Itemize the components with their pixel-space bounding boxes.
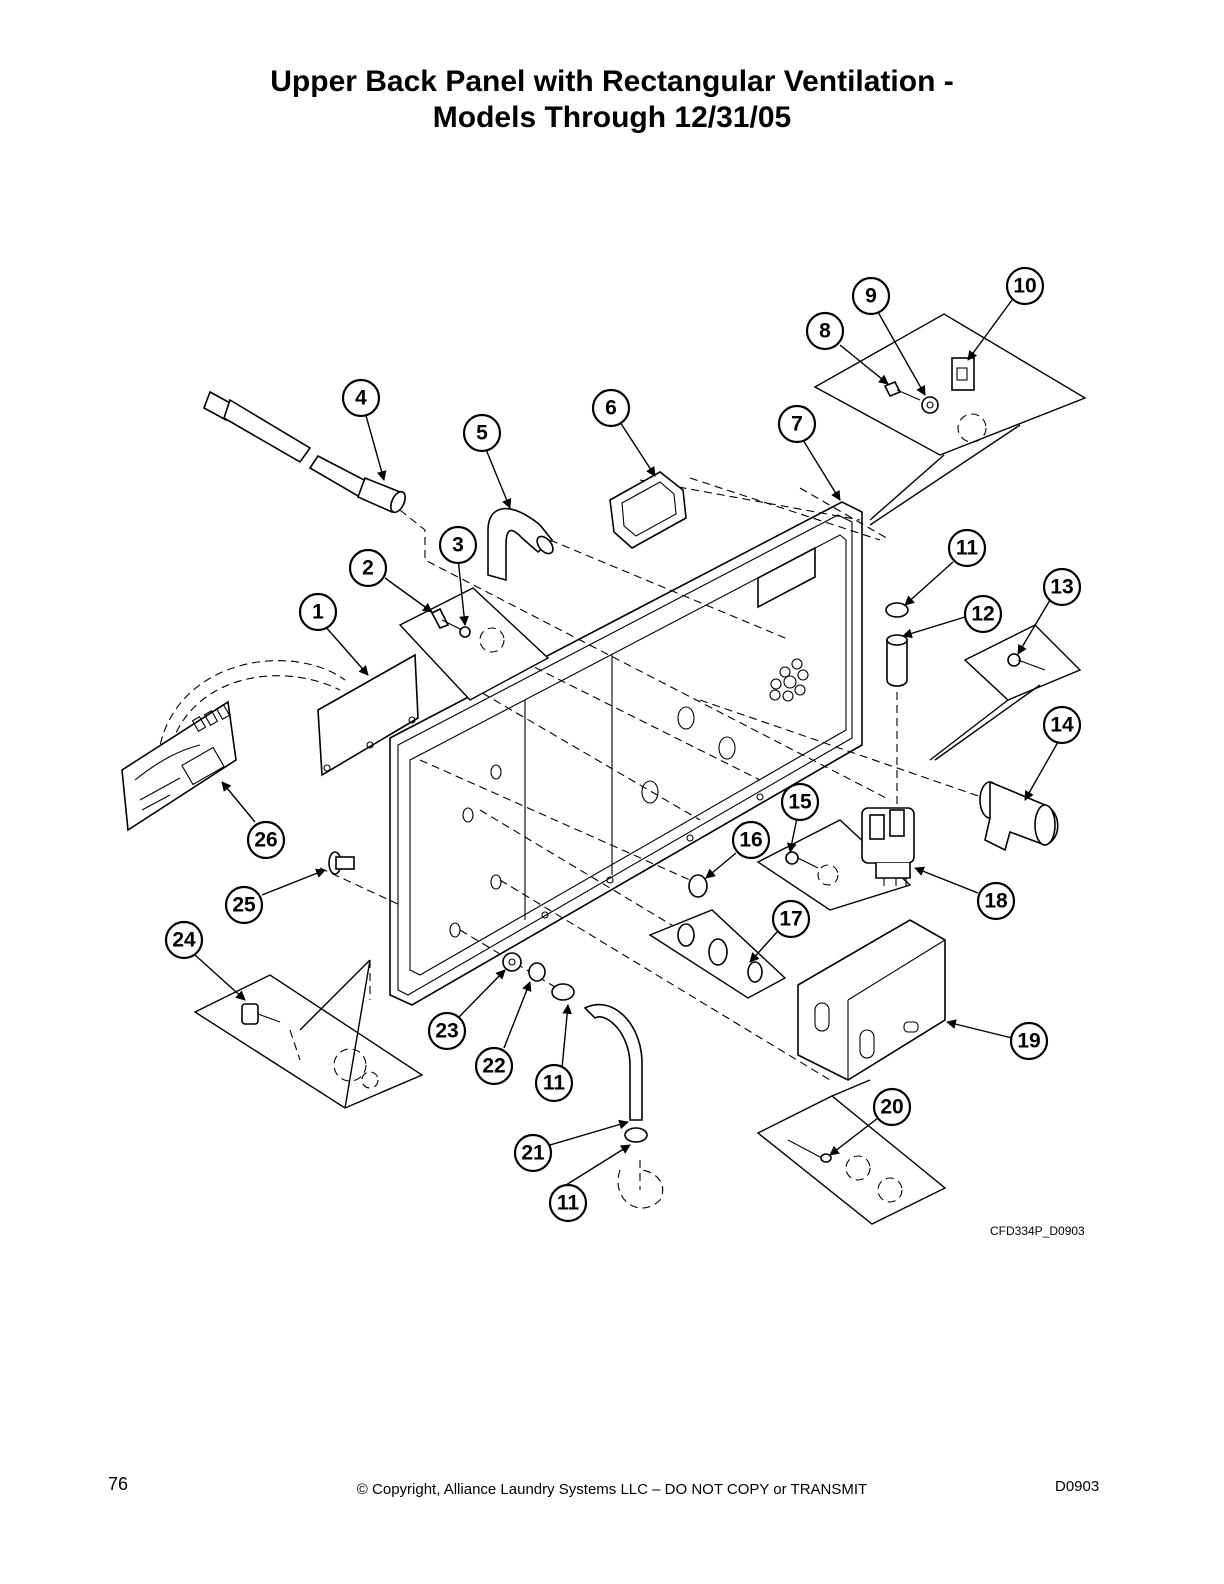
callout-label: 2 [362, 557, 374, 580]
callout-label: 11 [543, 1072, 566, 1095]
inset-bolt-24 [193, 959, 424, 1109]
hose-and-clamp-upper [885, 602, 909, 687]
callout-label: 8 [819, 320, 831, 343]
callout-label: 11 [557, 1192, 580, 1215]
callout-label: 25 [232, 894, 256, 917]
callout-label: 21 [521, 1142, 545, 1165]
callout-25: 25 [224, 885, 264, 925]
callout-12: 12 [963, 594, 1003, 634]
callout-11-hose-end: 11 [548, 1183, 588, 1223]
document-code: D0903 [1055, 1478, 1100, 1495]
grommet-16 [688, 874, 708, 898]
inset-screw-13 [929, 624, 1082, 761]
drawing-code: CFD334P_D0903 [990, 1224, 1085, 1238]
callout-label: 15 [788, 791, 812, 814]
callout-label: 14 [1050, 714, 1074, 737]
callout-4: 4 [341, 378, 381, 418]
callout-3: 3 [438, 525, 478, 565]
stud-25 [328, 851, 355, 875]
warning-label [121, 660, 346, 832]
callout-18: 18 [976, 881, 1016, 921]
callout-8: 8 [805, 311, 845, 351]
callout-label: 19 [1017, 1030, 1040, 1053]
page-title-line-1: Upper Back Panel with Rectangular Ventil… [270, 65, 954, 98]
drain-hose [583, 1003, 664, 1209]
elbow-hose [487, 507, 554, 582]
callout-label: 13 [1050, 576, 1073, 599]
inset-fitting-17 [648, 909, 787, 999]
alignment-dashed-lines [319, 477, 991, 1190]
callout-17: 17 [771, 899, 811, 939]
callout-23: 23 [427, 1011, 467, 1051]
callout-label: 16 [739, 829, 762, 852]
callout-11-upper: 11 [947, 528, 987, 568]
callout-label: 20 [880, 1096, 903, 1119]
callout-label: 26 [254, 829, 277, 852]
fill-hose [203, 390, 406, 514]
inset-screw-washer [398, 587, 550, 701]
callout-19: 19 [1009, 1021, 1049, 1061]
callout-10: 10 [1005, 266, 1045, 306]
callout-13: 13 [1042, 567, 1082, 607]
inset-top-bracket [813, 313, 1087, 526]
vent-frame [609, 471, 687, 549]
callout-label: 9 [865, 285, 877, 308]
callout-label: 12 [971, 603, 994, 626]
callout-24: 24 [164, 920, 204, 960]
valve-bracket [797, 919, 946, 1081]
fittings-22-23 [502, 952, 575, 1001]
callout-label: 3 [452, 534, 464, 557]
callout-11-drain: 11 [534, 1063, 574, 1103]
water-valve [861, 807, 915, 886]
leader-lines [194, 299, 1059, 1186]
callout-15: 15 [780, 782, 820, 822]
callout-label: 4 [355, 387, 367, 410]
callout-2: 2 [348, 548, 388, 588]
callout-label: 23 [435, 1020, 458, 1043]
inset-screw-15 [756, 819, 912, 911]
callout-9: 9 [851, 276, 891, 316]
inset-sensor-20 [756, 1079, 947, 1225]
callout-20: 20 [872, 1087, 912, 1127]
callout-14: 14 [1042, 705, 1082, 745]
callout-1: 1 [298, 592, 338, 632]
callout-6: 6 [591, 388, 631, 428]
callout-5: 5 [462, 413, 502, 453]
callout-label: 24 [172, 929, 196, 952]
callout-22: 22 [474, 1046, 514, 1086]
copyright-notice: © Copyright, Alliance Laundry Systems LL… [356, 1481, 868, 1498]
callout-7: 7 [777, 404, 817, 444]
callout-label: 22 [482, 1055, 505, 1078]
callout-label: 7 [791, 413, 803, 436]
vent-hole-cluster [769, 658, 809, 702]
callout-label: 11 [956, 537, 979, 560]
callout-label: 18 [984, 890, 1008, 913]
cover-plate [317, 653, 419, 777]
callout-label: 6 [605, 397, 617, 420]
callout-21: 21 [513, 1133, 553, 1173]
callout-16: 16 [731, 820, 771, 860]
page-title-line-2: Models Through 12/31/05 [432, 101, 792, 134]
callout-26: 26 [246, 820, 286, 860]
page-number: 76 [108, 1474, 129, 1494]
inlet-fitting [979, 780, 1059, 852]
callout-label: 1 [312, 601, 324, 624]
upper-back-panel [389, 501, 863, 1006]
callout-label: 10 [1013, 275, 1036, 298]
callout-label: 17 [779, 908, 802, 931]
callout-label: 5 [476, 422, 488, 445]
